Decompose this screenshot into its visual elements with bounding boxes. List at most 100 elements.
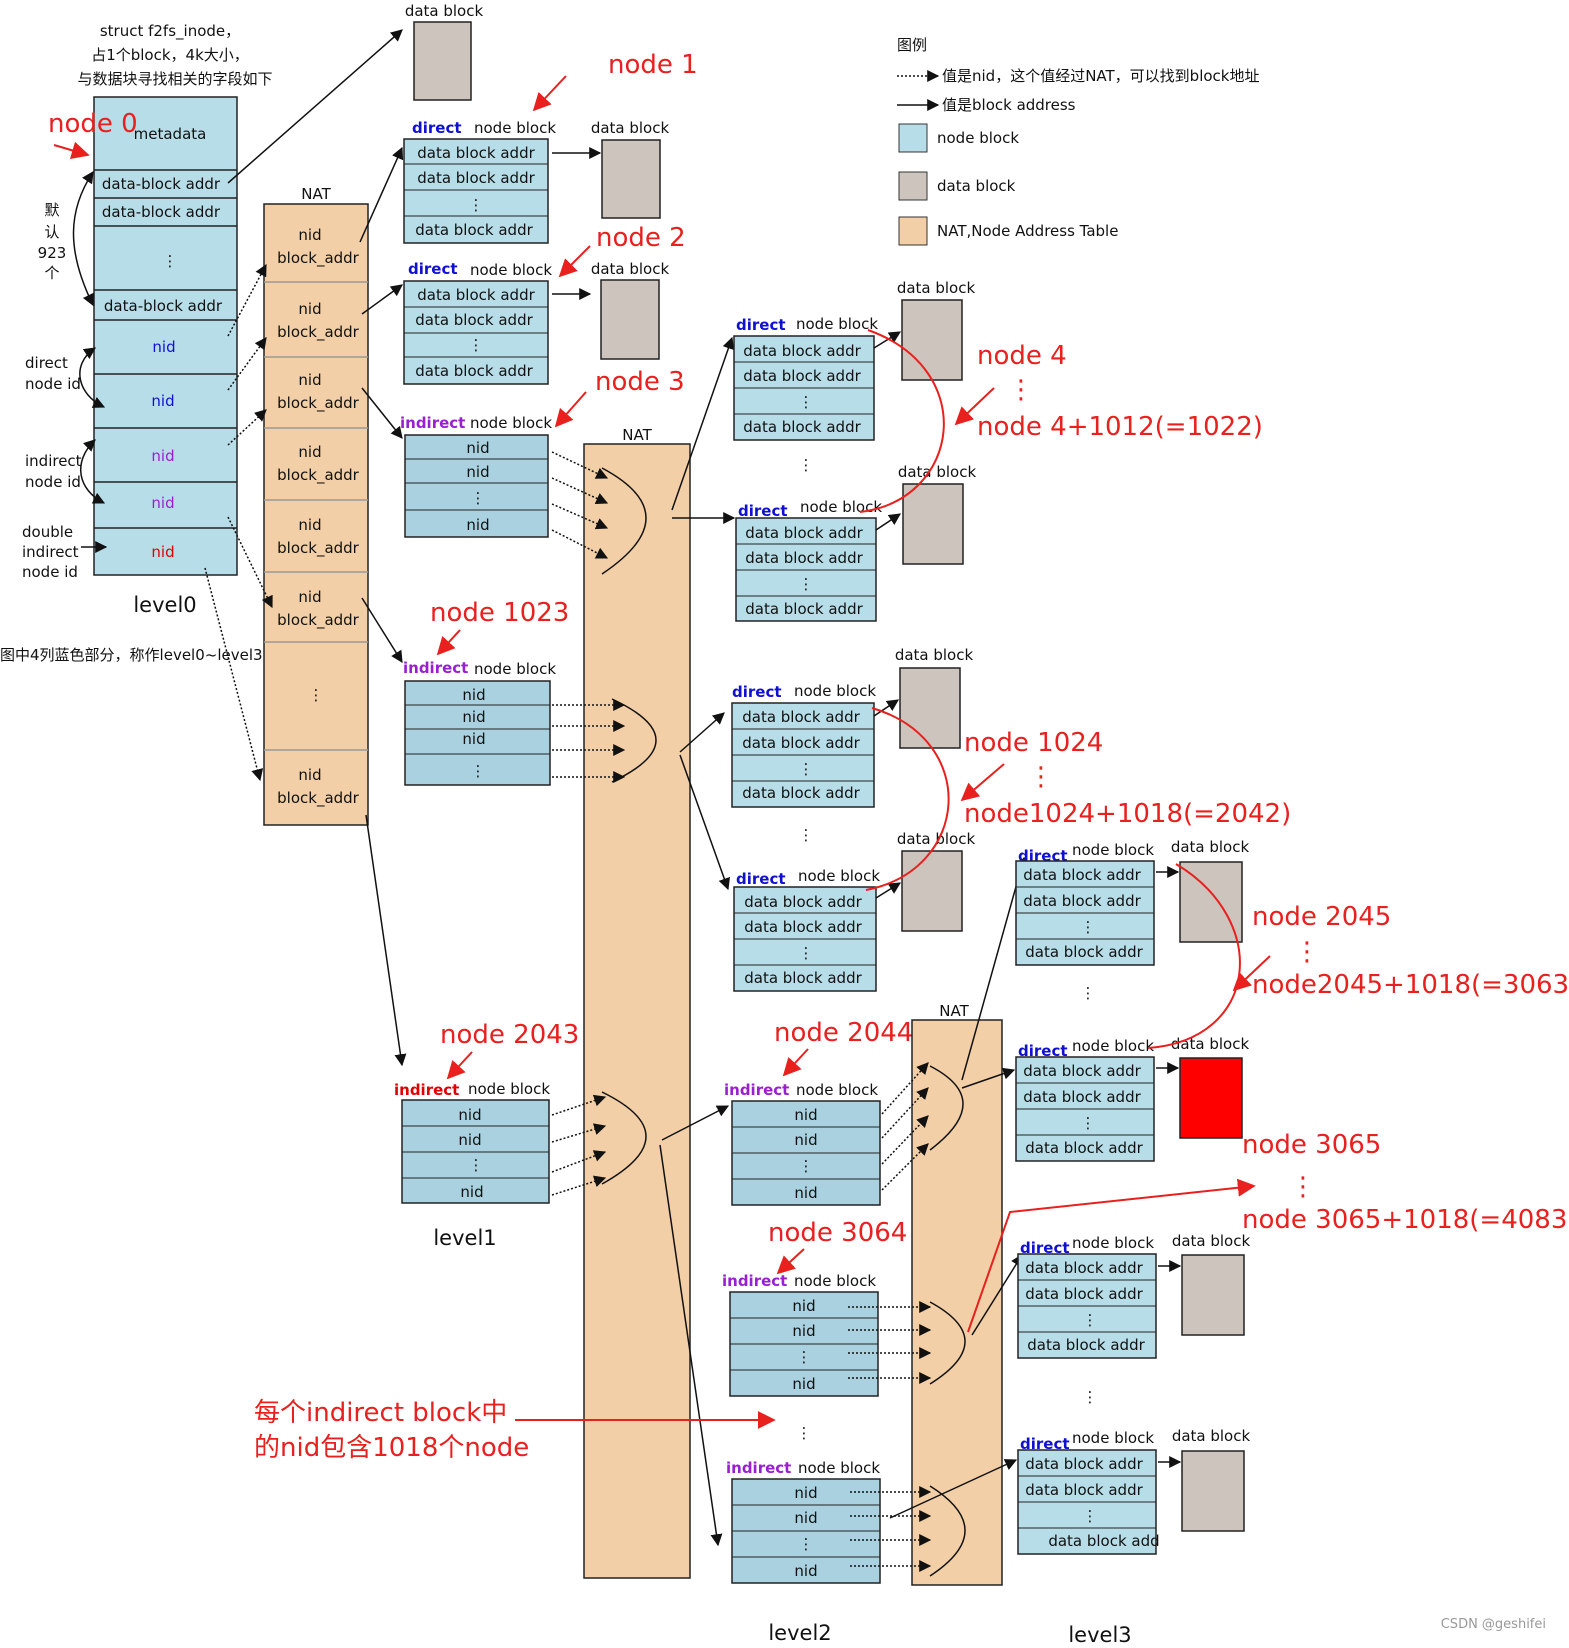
- inode-indirect-nid-1: nid: [151, 447, 174, 465]
- node1-type: direct: [412, 119, 462, 137]
- node1024end-addr-2: data block addr: [744, 918, 862, 936]
- double-node-id-l3: node id: [22, 563, 78, 581]
- legend-nat-swatch: [898, 216, 928, 246]
- node2-addr-last: data block addr: [415, 362, 533, 380]
- node2043-nid-last: nid: [460, 1183, 483, 1201]
- node3-nid-1: nid: [466, 439, 489, 457]
- node2045end-vdots: ⋮: [1081, 1114, 1096, 1132]
- node2045-caption: node block: [1072, 841, 1154, 859]
- node3065-caption: node block: [1072, 1234, 1154, 1252]
- annotation-node-1023: node 1023: [430, 598, 569, 628]
- double-node-id-l2: indirect: [22, 543, 79, 561]
- nat3-title: NAT: [939, 1002, 969, 1020]
- node2045end-addr-1: data block addr: [1023, 1062, 1141, 1080]
- addr-arrows-nat1: [359, 146, 407, 1067]
- last-indirect-nid-2: nid: [794, 1509, 817, 1527]
- side-default-3: 923: [38, 244, 67, 262]
- node1024-data-label: data block: [895, 646, 974, 664]
- node3065-pointer: [967, 1178, 1256, 1333]
- node2045-data-label: data block: [1171, 838, 1250, 856]
- nid-arrows-level1: [551, 451, 626, 1196]
- node2-data-label: data block: [591, 260, 670, 278]
- annotation-node-4: node 4: [977, 341, 1067, 371]
- direct-node-id-l2: node id: [25, 375, 81, 393]
- top-data-block-label: data block: [405, 2, 484, 20]
- last-direct-caption: node block: [1072, 1429, 1154, 1447]
- nat1-e6-addr: block_addr: [277, 611, 360, 630]
- nat1-vdots: ⋮: [309, 686, 324, 704]
- node1-block: data block addr data block addr ⋮ data b…: [403, 138, 549, 244]
- annotation-note-2: 的nid包含1018个node: [254, 1433, 529, 1463]
- top-data-block: [413, 21, 472, 101]
- node2045-addr-1: data block addr: [1023, 866, 1141, 884]
- legend-addr-text: 值是block address: [942, 96, 1076, 114]
- annotation-node-4-end: node 4+1012(=1022): [977, 412, 1263, 442]
- node3065-block: data block addr data block addr ⋮ data b…: [1017, 1253, 1157, 1359]
- node2045end-addr-2: data block addr: [1023, 1088, 1141, 1106]
- inode-metadata: metadata: [134, 125, 207, 143]
- node2043-nid-1: nid: [458, 1106, 481, 1124]
- header-line-2: 占1个block，4k大小，: [91, 46, 249, 64]
- annotation-node-3065: node 3065: [1242, 1130, 1381, 1160]
- last-direct-addr-last: data block add: [1048, 1532, 1159, 1550]
- node2-data-block: [600, 279, 660, 360]
- node1-vdots: ⋮: [469, 196, 484, 214]
- node3064-caption: node block: [794, 1272, 876, 1290]
- node1024end-addr-last: data block addr: [744, 969, 862, 987]
- node2043-block: nid nid ⋮ nid: [401, 1099, 550, 1204]
- legend-title: 图例: [897, 36, 927, 54]
- node1023-block: nid nid nid ⋮: [404, 680, 551, 786]
- node2-addr-2: data block addr: [415, 311, 533, 329]
- inode-addr-last: data-block addr: [104, 297, 223, 315]
- merge-shapes-nat2: [601, 467, 657, 1185]
- arrow-inode-to-data: [227, 29, 403, 184]
- node4-addr-1: data block addr: [743, 342, 861, 360]
- nat1-e5-addr: block_addr: [277, 539, 360, 558]
- node2044-block: nid nid ⋮ nid: [731, 1100, 881, 1206]
- last-indirect-caption: node block: [798, 1459, 880, 1477]
- nid-arrows-level2: [848, 1062, 932, 1572]
- node2043-nid-2: nid: [458, 1131, 481, 1149]
- last-indirect-nid-last: nid: [794, 1562, 817, 1580]
- node3-type: indirect: [400, 414, 465, 432]
- node3065-red-vdots: ⋮: [1290, 1172, 1316, 1202]
- node1024end-vdots: ⋮: [799, 944, 814, 962]
- node1023-nid-1: nid: [462, 686, 485, 704]
- annotation-node-2045-end: node2045+1018(=3063): [1252, 970, 1569, 1000]
- node1-data-label: data block: [591, 119, 670, 137]
- node4-data-label: data block: [897, 279, 976, 297]
- node1024-caption: node block: [794, 682, 876, 700]
- last-indirect-vdots: ⋮: [799, 1535, 814, 1553]
- node1024-range-curve: [865, 707, 950, 891]
- annotation-node-3: node 3: [595, 367, 685, 397]
- node3065-type: direct: [1020, 1239, 1070, 1257]
- indirect-node-id-l2: node id: [25, 473, 81, 491]
- node1024-block: data block addr data block addr ⋮ data b…: [731, 702, 875, 808]
- double-node-id-l1: double: [22, 523, 73, 541]
- inode-block: metadata data-block addr data-block addr…: [93, 96, 238, 576]
- node2-block: data block addr data block addr ⋮ data b…: [403, 280, 549, 385]
- node2-addr-1: data block addr: [417, 286, 535, 304]
- last-direct-data-label: data block: [1172, 1427, 1251, 1445]
- side-default-4: 个: [44, 264, 59, 282]
- legend: 图例 值是nid，这个值经过NAT，可以找到block地址 值是block ad…: [897, 36, 1259, 246]
- node4end-addr-2: data block addr: [745, 549, 863, 567]
- node3065-addr-1: data block addr: [1025, 1259, 1143, 1277]
- addr-arrows-nat2: [659, 336, 736, 1547]
- node1024end-data-label: data block: [897, 830, 976, 848]
- annotation-note-1: 每个indirect block中: [254, 1398, 507, 1428]
- level2-vdots-3: ⋮: [797, 1424, 812, 1442]
- node2043-vdots: ⋮: [469, 1156, 484, 1174]
- inode-addr-2: data-block addr: [102, 203, 221, 221]
- last-direct-block: data block addr data block addr ⋮ data b…: [1017, 1449, 1160, 1555]
- node3064-type: indirect: [722, 1272, 787, 1290]
- last-indirect-block: nid nid ⋮ nid: [731, 1478, 881, 1584]
- legend-node-text: node block: [937, 129, 1019, 147]
- level3-caption: level3: [1068, 1623, 1131, 1647]
- annotation-node-2: node 2: [596, 223, 686, 253]
- level3-vdots-1: ⋮: [1081, 984, 1096, 1002]
- node1023-nid-3: nid: [462, 730, 485, 748]
- watermark: CSDN @geshifei: [1441, 1617, 1546, 1632]
- node2045-addr-last: data block addr: [1025, 943, 1143, 961]
- nat1-e7-nid: nid: [298, 766, 321, 784]
